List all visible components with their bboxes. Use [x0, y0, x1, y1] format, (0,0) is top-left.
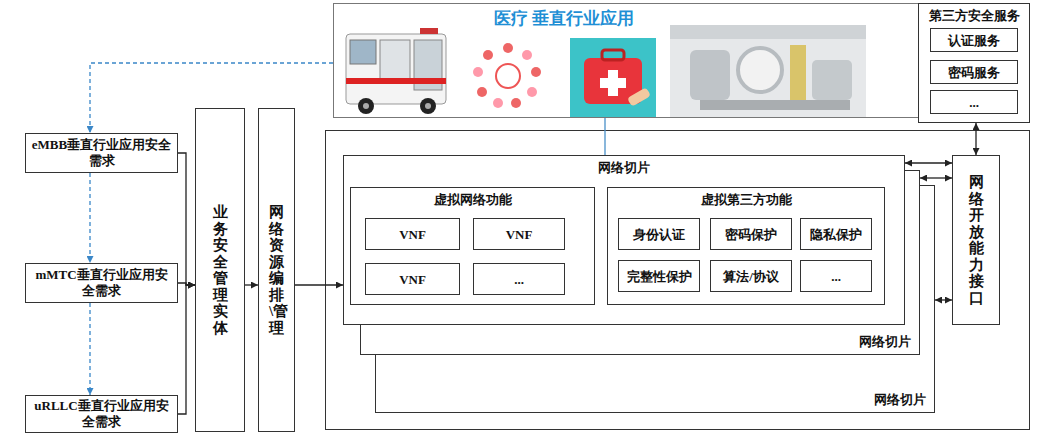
function-box: 密码保护 [710, 218, 792, 250]
node-label: 医疗 垂直行业应用 [334, 4, 999, 30]
function-box: 身份认证 [618, 218, 700, 250]
node-label: ... [514, 269, 524, 288]
node-label: 虚拟第三方功能 [608, 188, 884, 209]
vnf-box: VNF [473, 218, 565, 250]
node-label: 虚拟网络功能 [351, 188, 594, 209]
node-label: ... [831, 266, 841, 285]
function-box: 算法/协议 [710, 260, 792, 292]
service-box: ... [930, 90, 1018, 114]
application-panel: 医疗 垂直行业应用 [333, 3, 1000, 118]
node-label: 业务安全管理实体 [213, 204, 228, 336]
node-label: 算法/协议 [723, 266, 779, 285]
node-label: 身份认证 [633, 224, 685, 243]
node-label: 网络切片 [344, 156, 904, 177]
equipment-picture [670, 25, 866, 118]
node-label: 隐私保护 [810, 224, 862, 243]
connector [935, 299, 952, 300]
icon-ring-picture [473, 43, 541, 108]
connector [905, 162, 952, 163]
node-label: 完整性保护 [627, 266, 692, 285]
function-box: 隐私保护 [800, 218, 872, 250]
node-label: 密码保护 [725, 224, 777, 243]
requirement-box: mMTC垂直行业应用安全需求 [25, 263, 178, 303]
function-box: 完整性保护 [618, 260, 700, 292]
node-label: 密码服务 [948, 62, 1000, 81]
connector [604, 118, 605, 155]
node-label: mMTC垂直行业应用安全需求 [30, 267, 173, 300]
node-label: uRLLC垂直行业应用安全需求 [30, 398, 173, 431]
first-aid-kit-picture [570, 38, 656, 118]
vnf-box: VNF [365, 263, 460, 295]
requirement-box: eMBB垂直行业应用安全需求 [25, 133, 178, 173]
node-label: 网络切片 [874, 391, 926, 409]
outer-frame [326, 131, 1030, 430]
network-slice: 网络切片虚拟网络功能 VNF VNF VNF... 虚拟第三方功能身份认证 密码保护 隐私保… [343, 155, 905, 325]
connector [245, 284, 258, 285]
connector [975, 123, 976, 155]
orchestration-column: 网络资源编排\管理 [258, 108, 295, 432]
vnf-box: VNF [365, 218, 460, 250]
node-label: 网络开放能力接口 [969, 174, 984, 306]
node-label: ... [969, 92, 979, 111]
node-label: VNF [399, 224, 426, 243]
requirement-box: uRLLC垂直行业应用安全需求 [25, 395, 178, 433]
node-label: 网络切片 [859, 333, 911, 351]
node-label: 第三方安全服务 [919, 4, 1029, 25]
connector [295, 284, 343, 285]
connector [920, 177, 952, 178]
node-label: VNF [506, 224, 533, 243]
node-label: 网络资源编排\管理 [269, 204, 284, 336]
connector [178, 153, 195, 285]
node-label: VNF [399, 269, 426, 288]
interface-column: 网络开放能力接口 [952, 155, 1000, 325]
service-box: 认证服务 [930, 28, 1018, 52]
management-column: 业务安全管理实体 [195, 108, 245, 432]
function-group: 虚拟第三方功能身份认证 密码保护 隐私保护完整性保护 算法/协议... [607, 187, 885, 305]
ambulance-picture [346, 28, 446, 114]
service-panel: 第三方安全服务认证服务密码服务... [918, 3, 1030, 123]
connector [178, 285, 195, 414]
node-label: 认证服务 [948, 30, 1000, 49]
connector [89, 303, 90, 395]
node-label: eMBB垂直行业应用安全需求 [30, 137, 173, 170]
vnf-box: ... [473, 263, 565, 295]
service-box: 密码服务 [930, 60, 1018, 84]
function-box: ... [800, 260, 872, 292]
connector [89, 173, 90, 263]
function-group: 虚拟网络功能 VNF VNF VNF... [350, 187, 595, 305]
